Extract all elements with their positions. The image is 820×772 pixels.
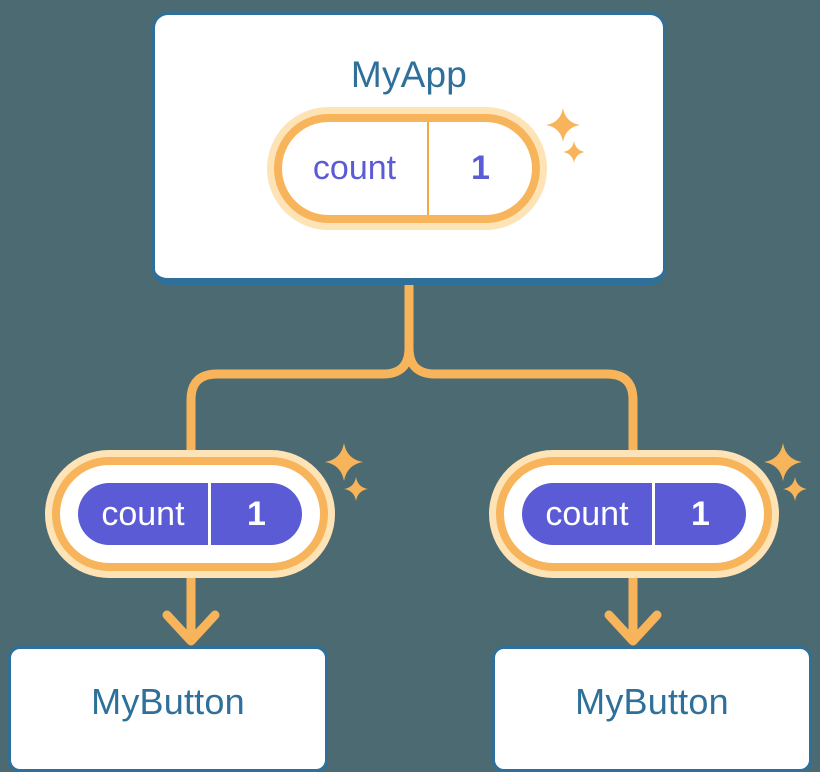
state-key-label: count [312, 149, 397, 187]
component-label: MyButton [91, 681, 245, 722]
connector-branch-right [404, 343, 638, 457]
pill-fill: count 1 [78, 483, 302, 545]
pill-body: count 1 [504, 465, 764, 563]
connector-branch-left [186, 343, 414, 457]
state-pill-myapp[interactable]: count 1 [267, 107, 547, 230]
state-pill-branch-left[interactable]: count 1 [45, 450, 335, 578]
component-card-mybutton-right[interactable]: MyButton [492, 646, 812, 772]
component-card-mybutton-left[interactable]: MyButton [8, 646, 328, 772]
state-value-label: 1 [651, 483, 746, 545]
state-value-label: 1 [427, 122, 532, 215]
pill-body: count 1 [60, 465, 320, 563]
state-key-label: count [545, 494, 629, 533]
sparkle-icon-small [344, 477, 368, 501]
state-key-label: count [101, 494, 185, 533]
component-label: MyButton [575, 681, 729, 722]
state-value-label: 1 [207, 483, 302, 545]
sparkle-icon-small [783, 477, 807, 501]
pill-body: count 1 [282, 122, 532, 215]
state-pill-branch-right[interactable]: count 1 [489, 450, 779, 578]
page-title: MyApp [350, 54, 468, 95]
pill-fill: count 1 [522, 483, 746, 545]
arrow-head-right [604, 610, 662, 646]
arrow-head-left [162, 610, 220, 646]
